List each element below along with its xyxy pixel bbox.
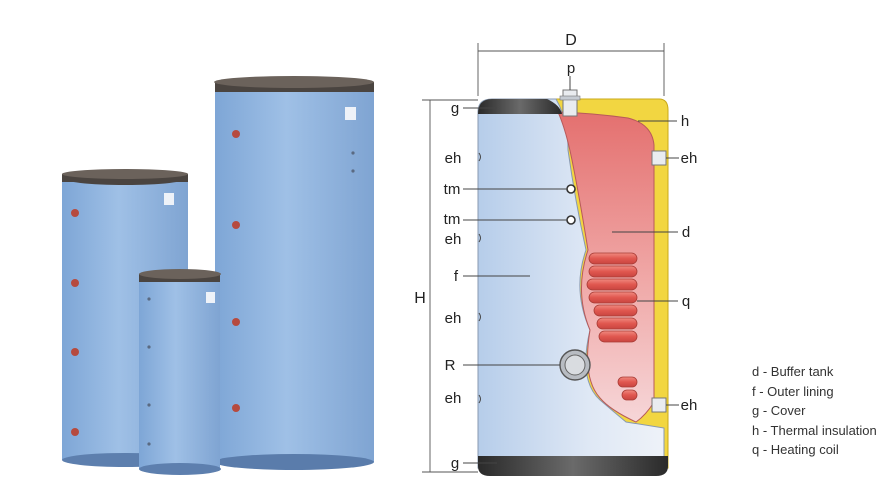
dimension-lines (422, 43, 665, 473)
sensor-socket-2 (566, 215, 576, 225)
callout-q: q (682, 293, 690, 310)
side-fitting-bottom (651, 397, 667, 413)
legend-item-heating-coil: q - Heating coil (752, 442, 839, 457)
callout-r: R (445, 357, 456, 374)
legend-item-outer-lining: f - Outer lining (752, 383, 834, 399)
legend-item-cover: g - Cover (752, 403, 806, 418)
callout-g-top: g (451, 100, 459, 117)
connection-ports (71, 209, 79, 436)
legend-item-buffer-tank: d - Buffer tank (752, 364, 834, 379)
label-plate (206, 292, 215, 303)
sensor-socket-1 (566, 184, 576, 194)
callout-f: f (454, 268, 459, 285)
legend: d - Buffer tank f - Outer lining g - Cov… (752, 362, 877, 460)
top-fitting (562, 89, 578, 117)
dimension-label-d: D (565, 32, 577, 49)
top-cover (478, 99, 562, 114)
connection-ports (232, 130, 240, 412)
callout-eh-3: eh (445, 310, 462, 327)
callout-eh-2: eh (445, 231, 462, 248)
callout-h: h (681, 113, 689, 130)
heating-coil (586, 252, 638, 401)
eh-markers (478, 152, 481, 404)
label-plate (164, 193, 174, 205)
label-plate (345, 107, 356, 120)
callout-eh-right-bottom: eh (681, 397, 698, 414)
callout-p: p (567, 60, 575, 77)
tank-cross-section (477, 89, 669, 476)
tank-large (214, 76, 374, 470)
outer-lining (477, 98, 665, 469)
callout-d: d (682, 224, 690, 241)
tank-photo (62, 76, 374, 475)
callout-eh-4: eh (445, 390, 462, 407)
callout-tm-2: tm (444, 211, 461, 228)
callout-tm-1: tm (444, 181, 461, 198)
side-fitting-top (651, 150, 667, 166)
dimension-label-h: H (414, 290, 426, 307)
callout-eh-right-top: eh (681, 150, 698, 167)
bottom-cover (478, 456, 668, 476)
tank-small (139, 269, 221, 475)
legend-item-thermal-insulation: h - Thermal insulation (752, 422, 877, 438)
leader-lines (463, 76, 679, 464)
inspection-flange (559, 349, 591, 381)
callout-eh-1: eh (445, 150, 462, 167)
callout-g-bottom: g (451, 455, 459, 472)
